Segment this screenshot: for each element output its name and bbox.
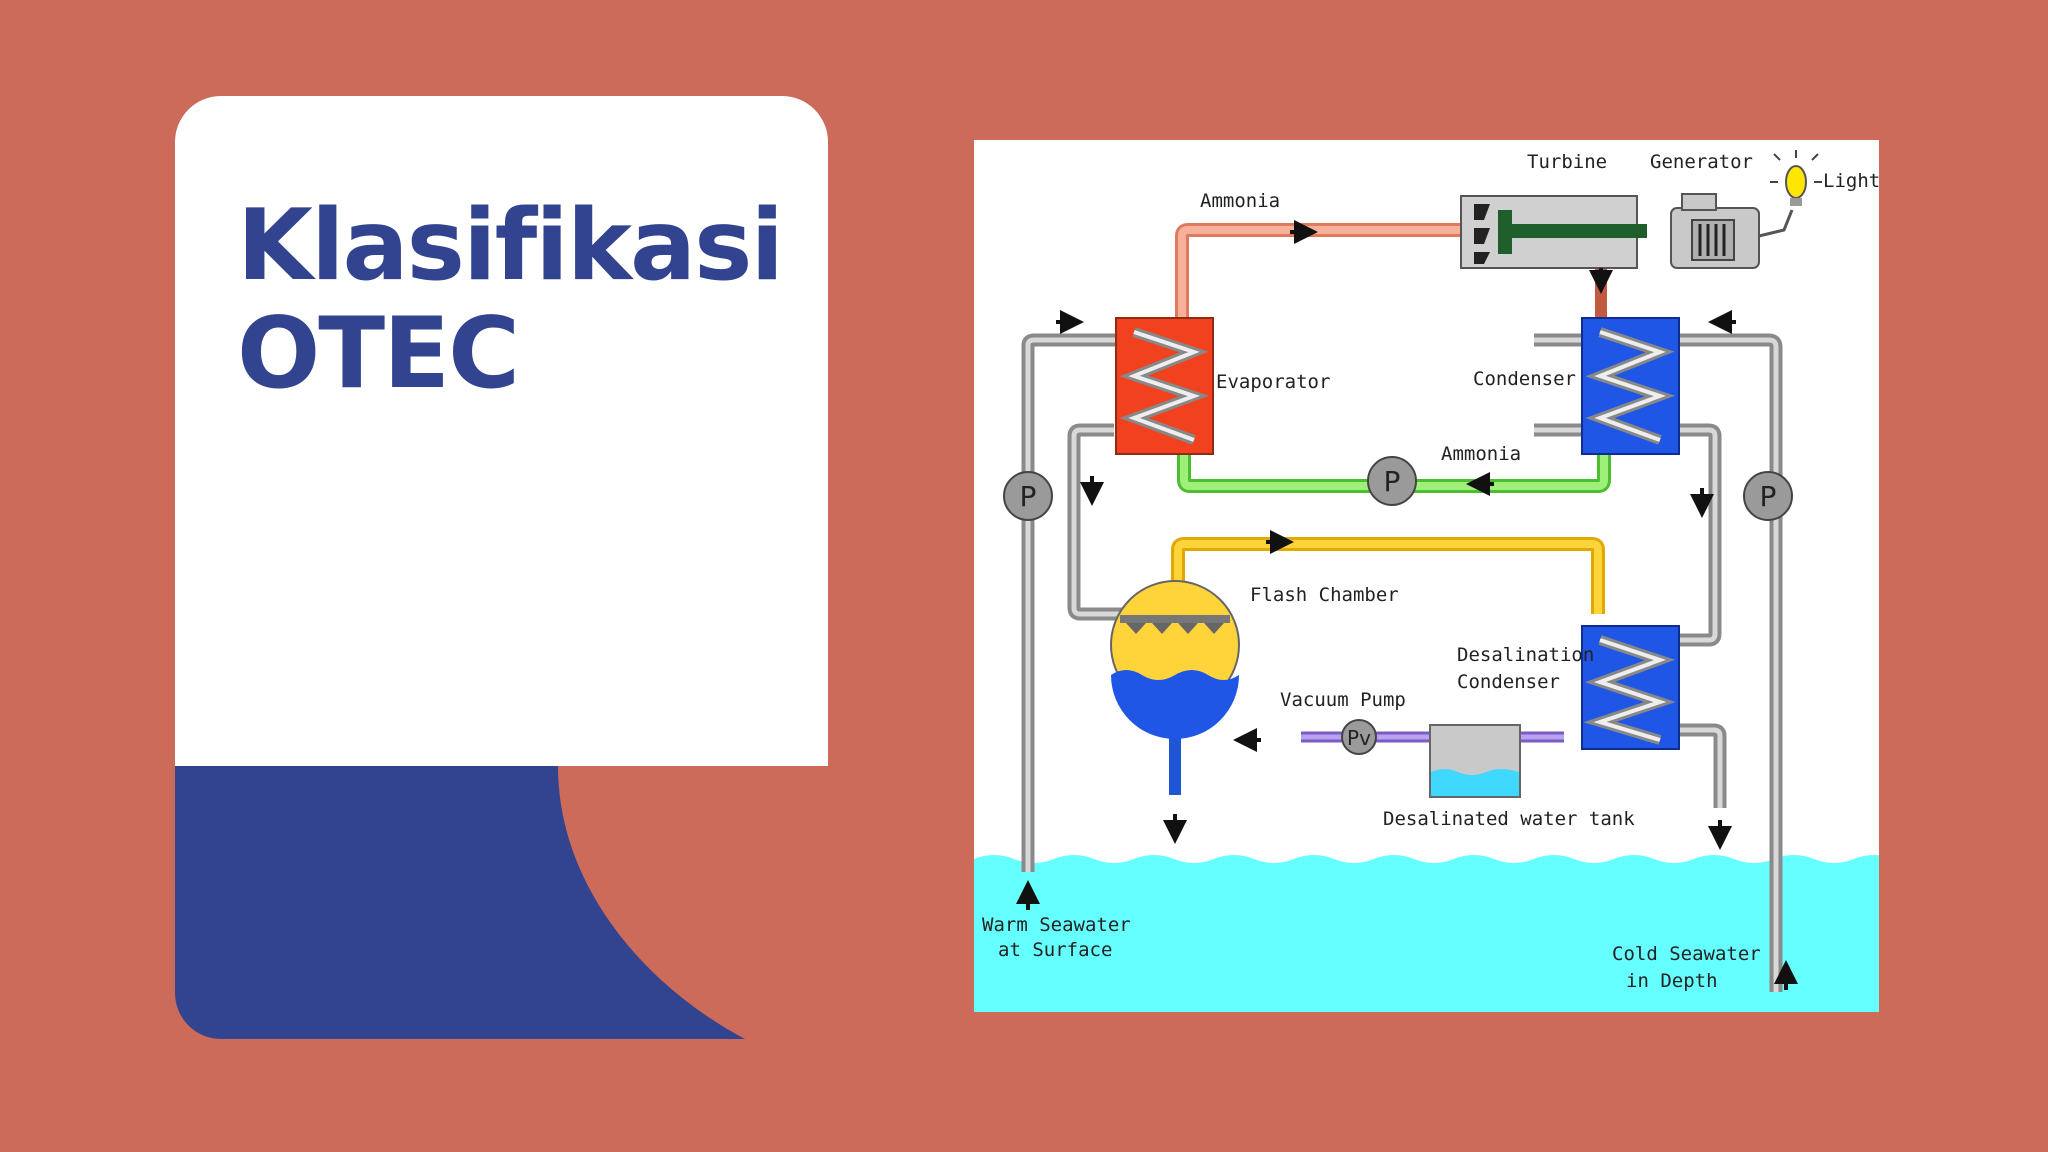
pump-label: P: [1384, 465, 1401, 498]
desalinated-water-tank: [1429, 724, 1521, 798]
label-desalination: Desalination: [1457, 644, 1594, 666]
turbine: [1460, 195, 1647, 269]
label-turbine: Turbine: [1527, 151, 1607, 173]
label-flash-chamber: Flash Chamber: [1250, 584, 1399, 606]
pump-label: P: [1760, 480, 1777, 513]
pump-icon: P: [1743, 471, 1793, 521]
label-light: Light: [1823, 170, 1879, 192]
label-condenser: Condenser: [1473, 368, 1576, 390]
desalination-condenser: [1581, 625, 1680, 750]
generator: [1670, 193, 1794, 269]
label-in-depth: in Depth: [1626, 970, 1718, 992]
evaporator: [1115, 317, 1214, 455]
title-line-1: Klasifikasi: [237, 189, 784, 303]
label-ammonia-top: Ammonia: [1200, 190, 1280, 212]
label-vacuum-pump: Vacuum Pump: [1280, 689, 1406, 711]
label-desalination-condenser: Condenser: [1457, 671, 1560, 693]
label-generator: Generator: [1650, 151, 1753, 173]
condenser: [1581, 317, 1680, 455]
pump-icon: P: [1003, 471, 1053, 521]
pump-icon: P: [1367, 456, 1417, 506]
label-desalinated-water-tank: Desalinated water tank: [1383, 808, 1635, 830]
label-at-surface: at Surface: [998, 939, 1112, 961]
light-bulb-icon: [1770, 150, 1822, 206]
card-shape: [175, 96, 828, 1039]
label-evaporator: Evaporator: [1216, 371, 1330, 393]
label-ammonia-mid: Ammonia: [1441, 443, 1521, 465]
title-line-2: OTEC: [237, 297, 520, 411]
label-warm-seawater: Warm Seawater: [982, 914, 1131, 936]
title-card: Klasifikasi OTEC: [175, 96, 828, 1039]
otec-diagram: P P P Pv Turbine Generator Light Ammonia…: [974, 140, 1879, 1012]
label-cold-seawater: Cold Seawater: [1612, 943, 1761, 965]
slide-title: Klasifikasi OTEC: [237, 189, 784, 411]
seawater: [974, 855, 1879, 1012]
pump-label: P: [1020, 480, 1037, 513]
vacuum-pump-icon: Pv: [1341, 719, 1377, 755]
flash-chamber: [1110, 580, 1240, 739]
flow-arrow-icon: [1016, 220, 1798, 990]
vacuum-pump-label: Pv: [1347, 726, 1371, 750]
